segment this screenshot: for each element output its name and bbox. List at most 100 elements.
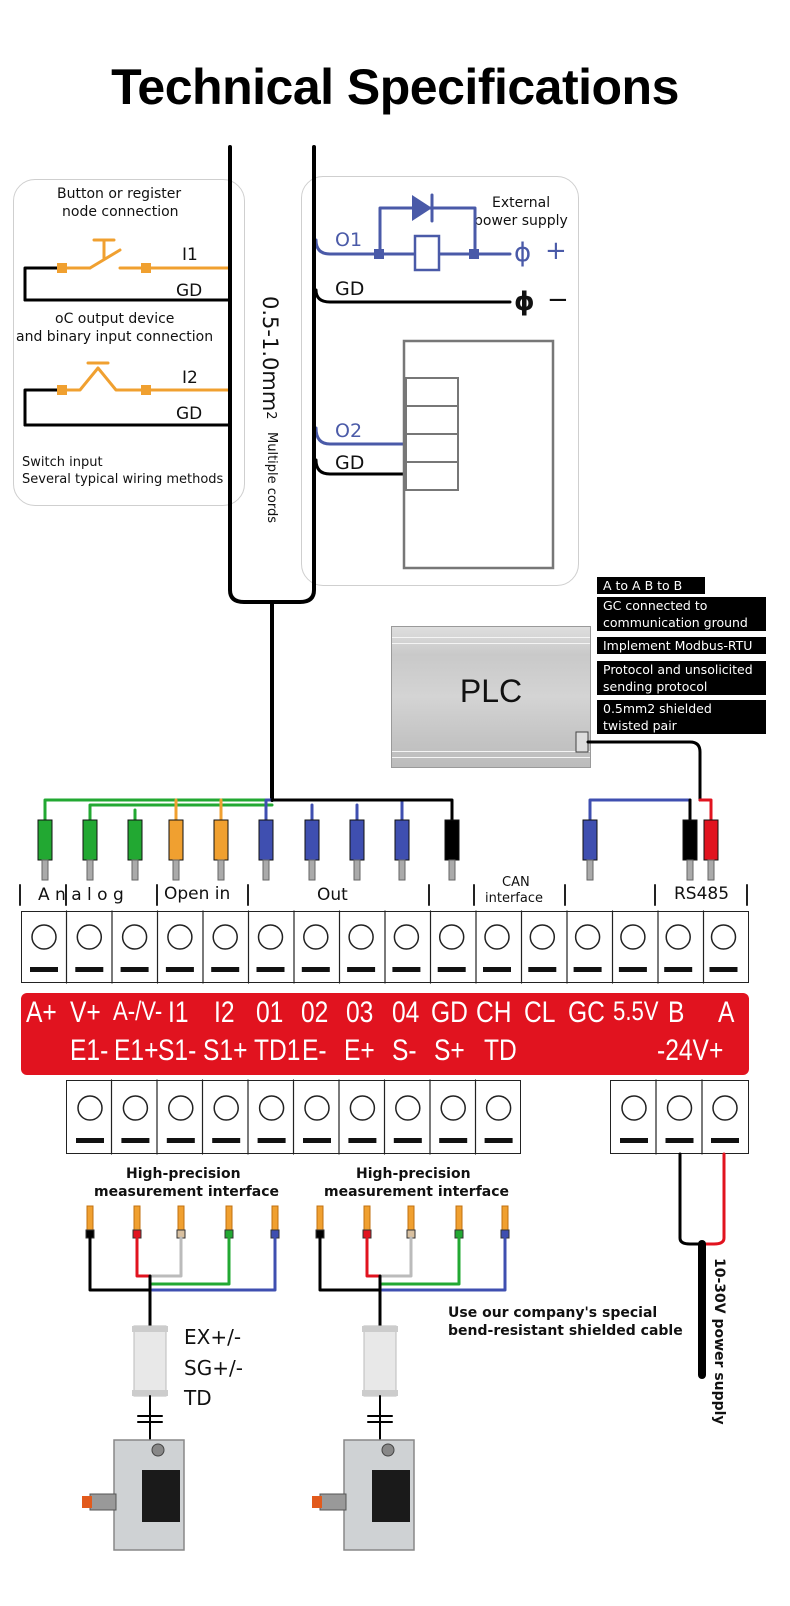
legend-shielded1: 0.5mm2 shielded [597, 700, 766, 717]
power-supply-label: power supply [474, 213, 568, 229]
bottom-terminal-label-7: S- [392, 1034, 417, 1067]
pin-head-b-2 [406, 1229, 416, 1239]
legend-protocol1: Protocol and unsolicited [597, 661, 766, 678]
plc-stripe [392, 643, 590, 644]
terminal-label-7: 03 [346, 996, 374, 1029]
terminal-label-4: I2 [214, 996, 235, 1029]
legend-shielded2: twisted pair [597, 717, 766, 734]
cable-note-line2: bend-resistant shielded cable [448, 1323, 683, 1339]
load-cell-b-connector [319, 1493, 347, 1511]
pin-head-a-4 [270, 1229, 280, 1239]
td-label: TD [184, 1386, 212, 1410]
probe-body-7 [349, 819, 365, 861]
green-bus-2 [88, 803, 274, 822]
terminal-gd1-label: GD [176, 281, 203, 301]
sensor-a-green [150, 1236, 231, 1286]
pin-head-a-2 [176, 1229, 186, 1239]
terminal-o1-label: O1 [335, 229, 363, 251]
sensor-b-green [380, 1236, 461, 1286]
probe-tip-8 [398, 859, 406, 881]
blue-bus [264, 798, 404, 822]
probe-body-9 [444, 819, 460, 861]
terminal-label-6: 02 [301, 996, 329, 1029]
probe-tip-6 [308, 859, 316, 881]
group-analog-label: A n a l o g [38, 885, 124, 905]
plc-label: PLC [459, 673, 523, 709]
pin-a-4 [271, 1205, 279, 1233]
terminal-label-5: 01 [256, 996, 284, 1029]
group-can-label: CAN [502, 875, 530, 890]
hp1-line1: High-precision [126, 1166, 241, 1182]
ex-label: EX+/- [184, 1325, 242, 1349]
power-terminal-strip [610, 1080, 749, 1154]
plc-stripe [392, 637, 590, 638]
sensor-b-black [318, 1236, 382, 1292]
plc-cable [586, 740, 702, 802]
bottom-terminal-label-5: E- [302, 1034, 327, 1067]
pin-b-0 [316, 1205, 324, 1233]
probe-body-5 [258, 819, 274, 861]
probe-body-11 [682, 819, 698, 861]
sensor-b-blue [380, 1236, 507, 1292]
multiple-cords-label: Multiple cords [264, 432, 279, 524]
sensor-a-sleeve-top [132, 1326, 168, 1332]
pin-a-3 [225, 1205, 233, 1233]
binary-input-label: and binary input connection [16, 329, 214, 345]
terminal-label-15: A [718, 996, 735, 1029]
probe-tip-7 [353, 859, 361, 881]
load-cell-a-hole [151, 1443, 165, 1457]
sensor-a-sleeve [133, 1325, 167, 1397]
green-bus-1 [43, 798, 274, 822]
legend-protocol2: sending protocol [597, 678, 766, 695]
phi-minus-symbol: ϕ [514, 287, 535, 317]
probe-body-10 [582, 819, 598, 861]
sensor-a-cable-end [137, 1395, 163, 1441]
plc-term-v: +V [418, 382, 444, 402]
load-cell-a-cable-stub [82, 1496, 92, 1508]
sensor-b-red [365, 1236, 382, 1278]
probe-body-0 [37, 819, 53, 861]
page-title: Technical Specifications [111, 59, 679, 115]
terminal-label-0: A+ [26, 996, 57, 1029]
rs485-red-bus [698, 798, 713, 822]
legend-modbus: Implement Modbus-RTU [597, 637, 766, 654]
wiring-methods-footnote: Several typical wiring methods [22, 472, 224, 487]
cable-size: 0.5-1.0mm [258, 296, 282, 412]
plc-term-xi-plus: XI+ [416, 409, 447, 429]
load-cell-b-slot [372, 1470, 410, 1522]
probe-tip-9 [448, 859, 456, 881]
bottom-terminal-label-3: S1+ [203, 1034, 248, 1067]
pin-b-3 [455, 1205, 463, 1233]
group-interface-label: interface [485, 891, 543, 906]
sensor-a-white [150, 1236, 183, 1278]
power-red-wire [704, 1152, 726, 1246]
legend-gc2: communication ground [597, 614, 766, 631]
plc-term-xi-minus: XI- [419, 437, 442, 457]
probe-body-8 [394, 819, 410, 861]
external-label: External [492, 195, 551, 211]
power-black-wire [678, 1152, 702, 1246]
pin-a-2 [177, 1205, 185, 1233]
pin-head-b-1 [362, 1229, 372, 1239]
terminal-label-11: CL [524, 996, 556, 1029]
terminal-label-3: I1 [168, 996, 189, 1029]
pin-b-4 [501, 1205, 509, 1233]
plc-term-gnd: GND [408, 464, 447, 484]
probe-body-3 [168, 819, 184, 861]
sensor-a-blue [150, 1236, 277, 1292]
bottom-terminal-label-9: TD [484, 1034, 517, 1067]
terminal-i1-label: I1 [182, 245, 198, 265]
probe-tip-5 [262, 859, 270, 881]
bottom-terminal-label-2: S1- [158, 1034, 197, 1067]
plc-stripe [392, 757, 590, 758]
sensor-b-sleeve [363, 1325, 397, 1397]
hp2-line2: measurement interface [324, 1184, 510, 1200]
legend-gc1: GC connected to [597, 597, 766, 614]
oc-output-label: oC output device [55, 311, 175, 327]
plc-stripe [392, 751, 590, 752]
top-terminal-strip [21, 911, 749, 983]
load-cell-b-cable-stub [312, 1496, 322, 1508]
group-open-in-label: Open in [164, 884, 231, 904]
pin-head-b-4 [500, 1229, 510, 1239]
terminal-gd-top-label: GD [335, 278, 365, 300]
